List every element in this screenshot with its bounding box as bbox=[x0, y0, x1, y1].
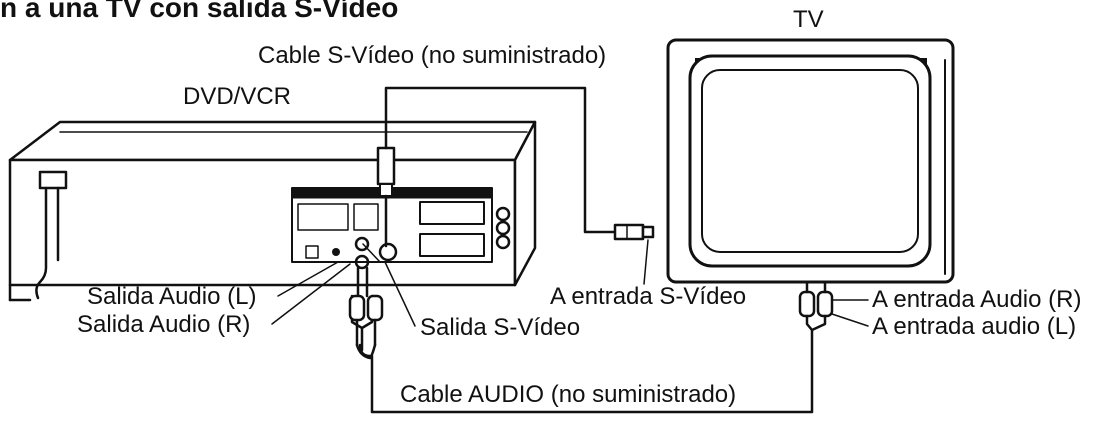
label-tv: TV bbox=[793, 6, 824, 33]
label-audio-out-r: Salida Audio (R) bbox=[77, 311, 251, 338]
label-audio-cable: Cable AUDIO (no suministrado) bbox=[400, 381, 737, 408]
tv-set bbox=[666, 38, 955, 284]
svideo-plug-tv bbox=[613, 223, 655, 241]
svideo-cable bbox=[384, 86, 617, 234]
audio-plugs-dvd bbox=[348, 266, 384, 352]
audio-plugs-tv bbox=[798, 280, 834, 332]
label-svideo-in: A entrada S-Vídeo bbox=[550, 283, 747, 310]
label-dvd-vcr: DVD/VCR bbox=[183, 83, 292, 110]
audio-cable-split-dvd bbox=[355, 343, 377, 360]
leader-lines bbox=[271, 239, 869, 327]
label-svideo-out: Salida S-Vídeo bbox=[420, 314, 581, 341]
svideo-plug-dvd bbox=[376, 146, 396, 248]
diagram-title: n a una TV con salida S-Vídeo bbox=[0, 0, 399, 23]
label-svideo-cable: Cable S-Vídeo (no suministrado) bbox=[258, 42, 607, 69]
label-audio-out-l: Salida Audio (L) bbox=[87, 283, 257, 310]
power-cord bbox=[35, 170, 68, 300]
dvd-vcr-unit bbox=[8, 120, 537, 302]
rear-panel bbox=[291, 187, 511, 270]
label-audio-in-l: A entrada audio (L) bbox=[872, 313, 1077, 340]
label-audio-in-r: A entrada Audio (R) bbox=[872, 286, 1082, 313]
